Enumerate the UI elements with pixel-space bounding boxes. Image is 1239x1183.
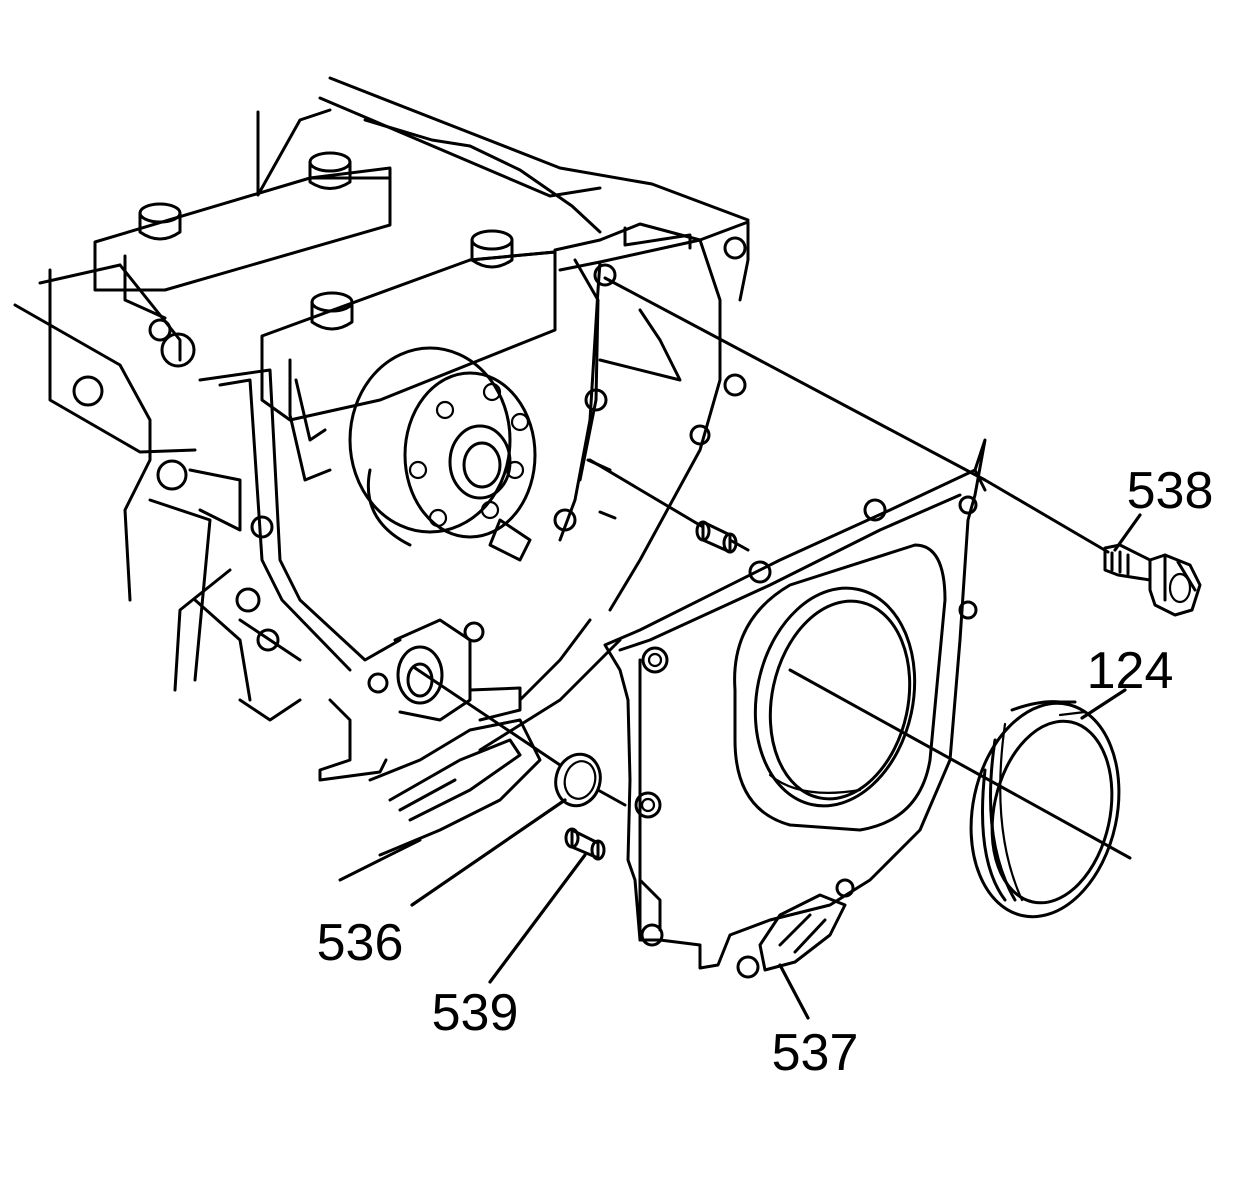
rear-main-seal bbox=[969, 700, 1121, 919]
alignment-lines bbox=[413, 276, 1132, 860]
callout-label-124: 124 bbox=[1087, 642, 1174, 700]
dowel-pin bbox=[564, 827, 606, 861]
bolt bbox=[1103, 543, 1202, 617]
bearing-cap-upper bbox=[93, 151, 392, 320]
rear-main-seal-housing bbox=[603, 438, 987, 979]
o-ring bbox=[554, 752, 602, 808]
callout-label-538: 538 bbox=[1127, 462, 1214, 520]
engine-block bbox=[13, 76, 750, 882]
callout-label-539: 539 bbox=[432, 984, 519, 1042]
callout-label-537: 537 bbox=[772, 1024, 859, 1082]
block-lower-opening bbox=[238, 510, 617, 882]
callout-label-536: 536 bbox=[317, 914, 404, 972]
crankshaft-flange bbox=[348, 346, 537, 547]
block-right-edge bbox=[463, 220, 750, 752]
callout-leaders bbox=[410, 513, 1142, 1020]
block-rear-face bbox=[148, 368, 402, 702]
bearing-cap-lower bbox=[260, 229, 557, 482]
